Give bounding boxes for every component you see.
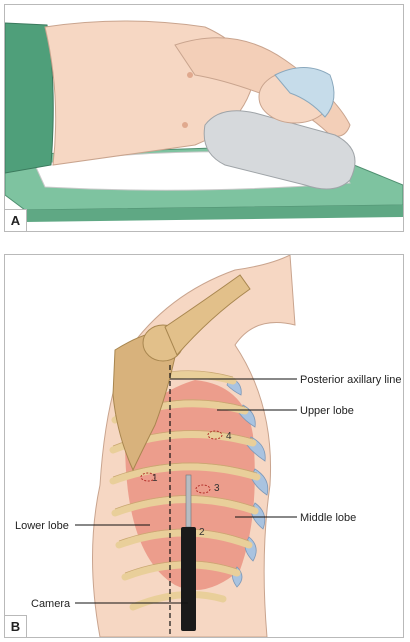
port-marker-3	[195, 484, 211, 494]
panel-label: A	[5, 209, 27, 231]
camera-shaft-tip	[185, 474, 192, 528]
surgical-drape	[5, 22, 54, 174]
nipple	[182, 122, 188, 128]
port-marker-1	[140, 472, 156, 482]
label-lower-lobe: Lower lobe	[15, 520, 69, 532]
port-number-1: 1	[152, 473, 158, 484]
port-number-2: 2	[199, 527, 205, 538]
port-marker-4	[207, 430, 223, 440]
label-upper-lobe: Upper lobe	[300, 405, 354, 417]
panel-b: 1 2 3 4 Posterior axillary line Upper lo…	[4, 254, 404, 638]
panel-label: B	[5, 615, 27, 637]
thoracic-anatomy-diagram: 1 2 3 4 Posterior axillary line Upper lo…	[15, 255, 401, 637]
nipple	[187, 72, 193, 78]
port-number-4: 4	[226, 431, 232, 442]
label-posterior-axillary-line: Posterior axillary line	[300, 374, 401, 386]
label-camera: Camera	[31, 598, 71, 610]
label-middle-lobe: Middle lobe	[300, 512, 356, 524]
surgical-cap	[274, 67, 335, 118]
operating-table-edge	[25, 205, 403, 222]
port-number-3: 3	[214, 483, 220, 494]
humerus	[164, 274, 251, 356]
pillow	[203, 110, 356, 190]
camera-body	[181, 527, 196, 631]
panel-a: A	[4, 4, 404, 232]
patient-positioning-illustration	[5, 20, 403, 222]
